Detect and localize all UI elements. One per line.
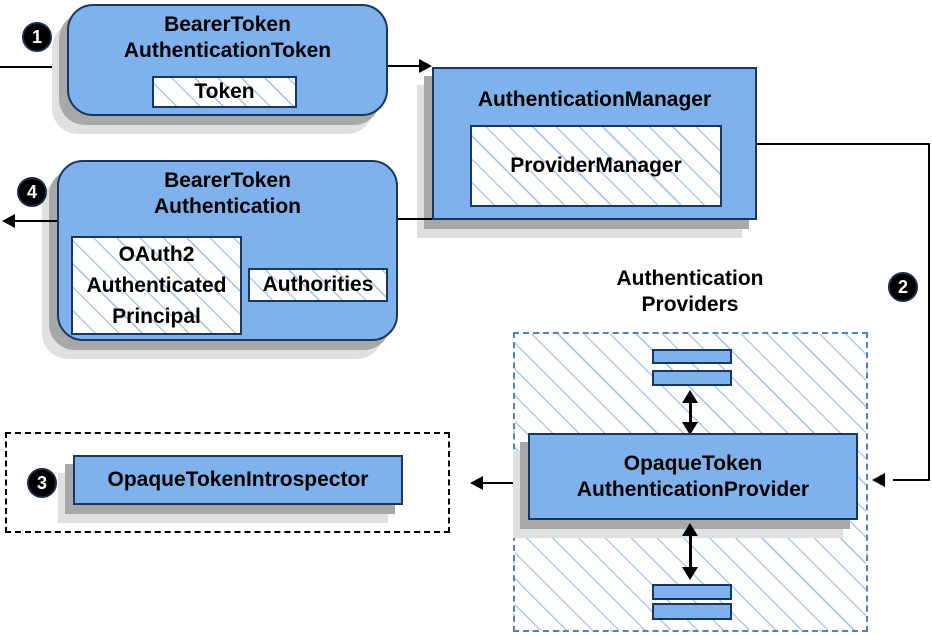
authentication-manager-node: AuthenticationManager ProviderManager (432, 67, 757, 220)
opaque-token-introspector-group: 3 OpaqueTokenIntrospector (5, 432, 450, 533)
authorities-field: Authorities (248, 268, 388, 302)
arrowhead-to-introspector (470, 476, 483, 490)
provider-stack-bar-top-1 (652, 349, 732, 364)
bearer-token-authentication-title: BearerToken Authentication (154, 169, 301, 218)
flow-line-request-in (0, 66, 67, 68)
bearer-token-authentication-token-node: BearerToken AuthenticationToken Token (67, 4, 388, 116)
step-3-badge: 3 (27, 468, 57, 498)
arrowhead-to-authentication-provider (872, 473, 885, 487)
flow-line-step2-into-provider (893, 479, 930, 481)
arrowhead-down-icon (682, 422, 698, 435)
opaque-token-authentication-provider-node: OpaqueToken AuthenticationProvider (528, 433, 858, 520)
authentication-manager-title: AuthenticationManager (477, 88, 712, 111)
bidirectional-arrow-top (677, 390, 703, 435)
bidirectional-arrow-bottom (677, 523, 703, 580)
flow-line-to-authentication-manager (388, 65, 420, 67)
authentication-providers-title: Authentication Providers (616, 267, 764, 316)
arrowhead-up-icon (682, 523, 698, 536)
flow-line-step2-vertical (928, 143, 930, 481)
provider-stack-bar-bottom-2 (652, 603, 732, 620)
flow-line-step2-horizontal (757, 143, 930, 145)
provider-stack-bar-top-2 (652, 370, 732, 386)
arrow-shaft (688, 536, 692, 567)
arrowhead-down-icon (682, 567, 698, 580)
oauth2-authenticated-principal-field: OAuth2 Authenticated Principal (71, 236, 242, 335)
provider-stack-bar-bottom-1 (652, 584, 732, 600)
step-1-badge: 1 (22, 22, 52, 52)
arrowhead-up-icon (682, 390, 698, 403)
authentication-providers-group: OpaqueToken AuthenticationProvider (513, 332, 868, 632)
bearer-token-authentication-node: BearerToken Authentication OAuth2 Authen… (57, 160, 398, 341)
arrowhead-authentication-out (2, 214, 15, 228)
flow-line-to-introspector (483, 482, 513, 484)
arrowhead-to-authentication-manager (419, 59, 432, 73)
step-4-badge: 4 (17, 177, 47, 207)
opaque-token-authentication-provider-title: OpaqueToken AuthenticationProvider (576, 451, 810, 501)
flow-line-authentication-out (15, 220, 57, 222)
step-2-badge: 2 (888, 272, 918, 302)
opaque-token-introspector-node: OpaqueTokenIntrospector (73, 455, 403, 505)
bearer-token-authentication-token-title: BearerToken AuthenticationToken (123, 13, 332, 62)
provider-manager-field: ProviderManager (470, 125, 722, 207)
flow-line-manager-to-authentication (398, 218, 432, 220)
arrow-shaft (688, 403, 692, 422)
token-field: Token (152, 76, 297, 108)
